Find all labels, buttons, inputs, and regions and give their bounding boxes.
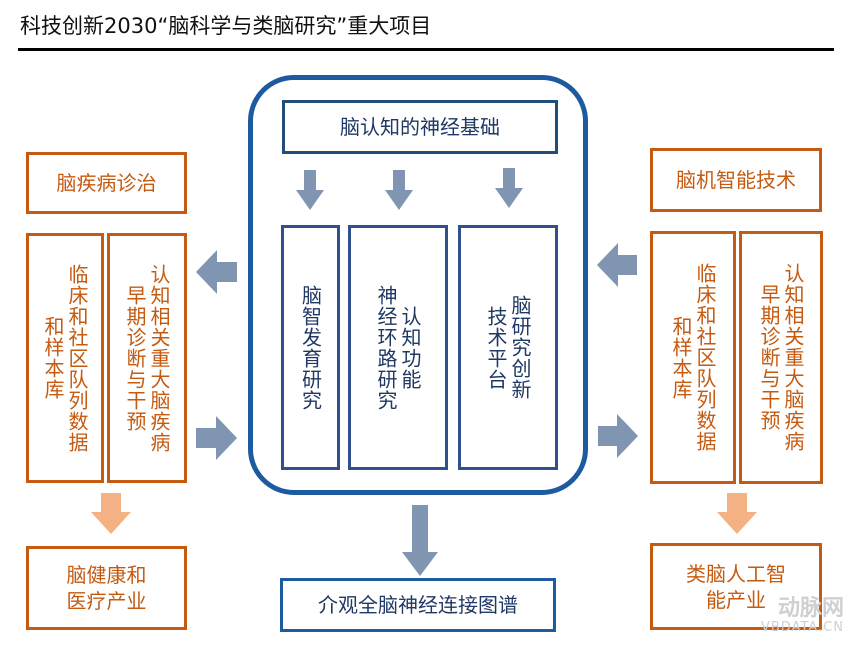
center-container xyxy=(248,75,588,495)
left-col-b-text: 认知相关重大脑疾病 早期诊断与干预 xyxy=(123,243,171,473)
center-column-text: 神经环路研究 xyxy=(374,284,398,411)
watermark-domain: VBDATA.CN xyxy=(760,620,844,635)
left-output-box: 脑健康和 医疗产业 xyxy=(26,546,187,630)
text-line: 脑健康和 xyxy=(66,563,147,587)
right-arrow-icon xyxy=(598,414,638,458)
center-column-text: 脑智发育研究 xyxy=(298,284,323,411)
center-column-1: 脑智发育研究 xyxy=(281,225,340,470)
down-arrow-icon xyxy=(495,168,523,208)
left-heading: 脑疾病诊治 xyxy=(56,171,157,195)
left-col-a-text: 临床和社区队列数据 和样本库 xyxy=(41,243,89,473)
text-line: 类脑人工智 xyxy=(686,561,786,586)
foundation-label: 脑认知的神经基础 xyxy=(340,115,500,139)
down-arrow-icon xyxy=(385,170,413,210)
center-column-text: 脑研究创新 xyxy=(508,295,532,400)
down-arrow-icon xyxy=(91,493,131,534)
center-column-3: 脑研究创新 技术平台 xyxy=(458,225,558,470)
right-output-box: 类脑人工智 能产业 xyxy=(650,543,822,630)
right-col-b: 认知相关重大脑疾病 早期诊断与干预 xyxy=(739,231,823,484)
text-line: 早期诊断与干预 xyxy=(123,284,147,432)
right-col-a: 临床和社区队列数据 和样本库 xyxy=(650,231,736,484)
watermark-logo: 动脉网 xyxy=(777,596,844,621)
text-line: 能产业 xyxy=(706,587,766,612)
center-column-text: 认知功能 xyxy=(398,305,422,390)
text-line: 认知相关重大脑疾病 xyxy=(781,263,805,452)
down-arrow-icon xyxy=(717,493,757,534)
center-column-text-group: 脑研究创新 技术平台 xyxy=(484,253,532,443)
left-col-b: 认知相关重大脑疾病 早期诊断与干预 xyxy=(107,233,187,483)
text-line: 和样本库 xyxy=(41,316,65,400)
left-heading-box: 脑疾病诊治 xyxy=(26,152,187,214)
output-box-center: 介观全脑神经连接图谱 xyxy=(280,578,556,632)
text-line: 临床和社区队列数据 xyxy=(65,263,89,453)
right-col-a-text: 临床和社区队列数据 和样本库 xyxy=(669,243,717,473)
right-output: 类脑人工智 能产业 xyxy=(686,561,786,613)
down-arrow-icon xyxy=(296,170,324,210)
center-column-text-group: 认知功能 神经环路研究 xyxy=(374,253,422,443)
right-heading-box: 脑机智能技术 xyxy=(650,148,822,212)
output-label-center: 介观全脑神经连接图谱 xyxy=(318,593,518,617)
left-output: 脑健康和 医疗产业 xyxy=(67,562,147,614)
down-arrow-icon xyxy=(402,505,438,576)
center-column-text: 技术平台 xyxy=(484,305,508,390)
text-line: 临床和社区队列数据 xyxy=(693,263,717,452)
right-arrow-icon xyxy=(196,416,237,460)
text-line: 早期诊断与干预 xyxy=(757,284,781,431)
text-line: 医疗产业 xyxy=(66,589,147,613)
right-heading: 脑机智能技术 xyxy=(676,168,796,192)
text-line: 和样本库 xyxy=(669,315,693,400)
text-line: 认知相关重大脑疾病 xyxy=(147,263,171,453)
title-divider xyxy=(18,48,834,51)
left-arrow-icon xyxy=(196,250,237,294)
left-col-a: 临床和社区队列数据 和样本库 xyxy=(26,233,104,483)
page-title: 科技创新2030“脑科学与类脑研究”重大项目 xyxy=(20,14,432,38)
foundation-box: 脑认知的神经基础 xyxy=(282,100,558,154)
right-col-b-text: 认知相关重大脑疾病 早期诊断与干预 xyxy=(757,243,805,473)
left-arrow-icon xyxy=(597,243,637,287)
center-column-2: 认知功能 神经环路研究 xyxy=(348,225,448,470)
